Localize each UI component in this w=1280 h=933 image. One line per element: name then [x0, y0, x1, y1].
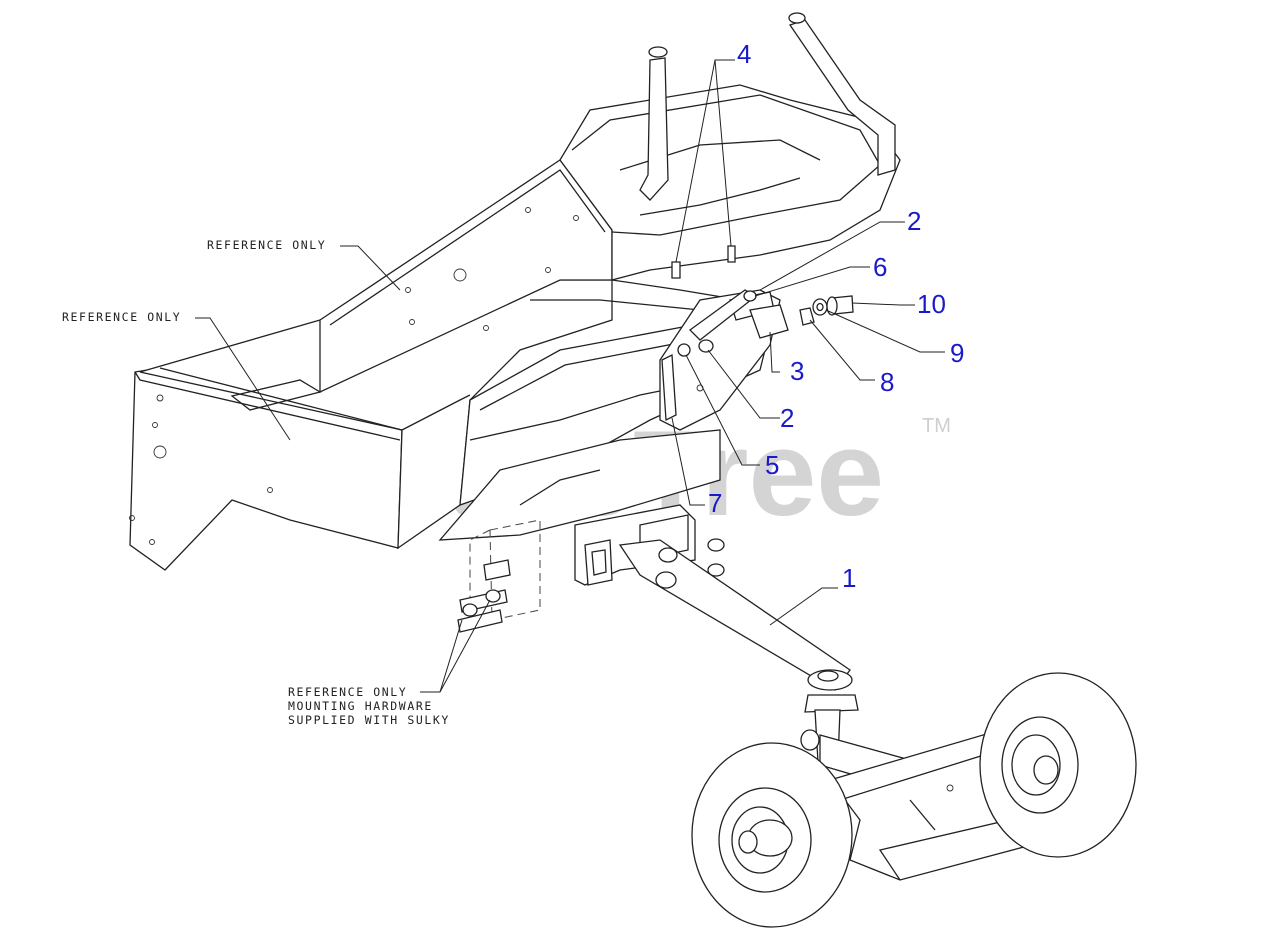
reference-notes: REFERENCE ONLY REFERENCE ONLY REFERENCE …	[62, 238, 450, 727]
wheel-right	[979, 672, 1137, 858]
callout-7: 7	[708, 488, 722, 518]
mower-frame	[129, 12, 901, 571]
plate-part-3	[749, 304, 789, 339]
callout-3: 3	[790, 356, 804, 386]
rod-part-7	[661, 353, 677, 422]
washer-part-9	[812, 298, 828, 316]
reference-note-hardware-line3: SUPPLIED WITH SULKY	[288, 713, 450, 727]
hitch-nut-lower	[707, 563, 725, 577]
pin-part-2	[698, 339, 714, 353]
mounting-bolt-top	[483, 559, 511, 581]
callout-5: 5	[765, 450, 779, 480]
clip-part-5	[677, 343, 691, 357]
tow-arm	[618, 539, 851, 691]
screw-part-4-right	[727, 245, 736, 263]
callout-2-upper: 2	[907, 206, 921, 236]
callout-10: 10	[917, 289, 946, 319]
reference-note-hardware-line2: MOUNTING HARDWARE	[288, 699, 433, 713]
callout-9: 9	[950, 338, 964, 368]
reference-note-left: REFERENCE ONLY	[62, 310, 181, 324]
callout-6: 6	[873, 252, 887, 282]
callout-2-lower: 2	[780, 403, 794, 433]
hitch-nut-upper	[707, 538, 725, 552]
callouts: 4 2 6 10 9 3 8 2 5 7 1	[708, 39, 964, 593]
callout-4: 4	[737, 39, 751, 69]
small-parts	[661, 245, 854, 422]
screw-part-4-left	[671, 261, 681, 279]
reference-note-hardware-line1: REFERENCE ONLY	[288, 685, 407, 699]
callout-1: 1	[842, 563, 856, 593]
leader-lines	[195, 59, 945, 693]
sulky-assembly	[618, 539, 1137, 928]
callout-8: 8	[880, 367, 894, 397]
reference-note-upper: REFERENCE ONLY	[207, 238, 326, 252]
watermark-trademark: TM	[922, 415, 951, 437]
